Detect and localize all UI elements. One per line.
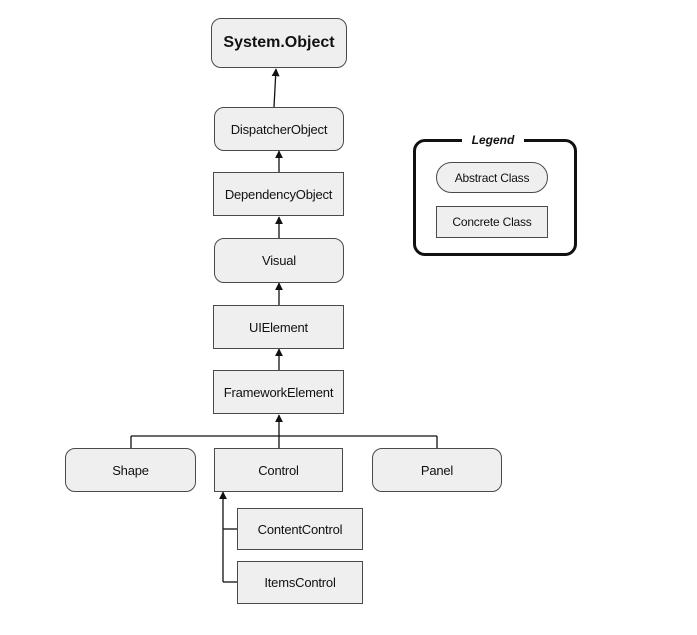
node-dispatcher-object: DispatcherObject xyxy=(214,107,344,151)
node-framework-element: FrameworkElement xyxy=(213,370,344,414)
node-content-control: ContentControl xyxy=(237,508,363,550)
legend-title: Legend xyxy=(462,131,524,149)
node-system-object: System.Object xyxy=(211,18,347,68)
node-items-control: ItemsControl xyxy=(237,561,363,604)
legend-abstract-class: Abstract Class xyxy=(436,162,548,193)
node-dependency-object: DependencyObject xyxy=(213,172,344,216)
node-shape: Shape xyxy=(65,448,196,492)
edge-dispatcherobject-to-systemobject xyxy=(271,68,280,108)
node-panel: Panel xyxy=(372,448,502,492)
node-visual: Visual xyxy=(214,238,344,283)
legend-box xyxy=(413,139,577,256)
node-ui-element: UIElement xyxy=(213,305,344,349)
node-control: Control xyxy=(214,448,343,492)
legend-concrete-class: Concrete Class xyxy=(436,206,548,238)
